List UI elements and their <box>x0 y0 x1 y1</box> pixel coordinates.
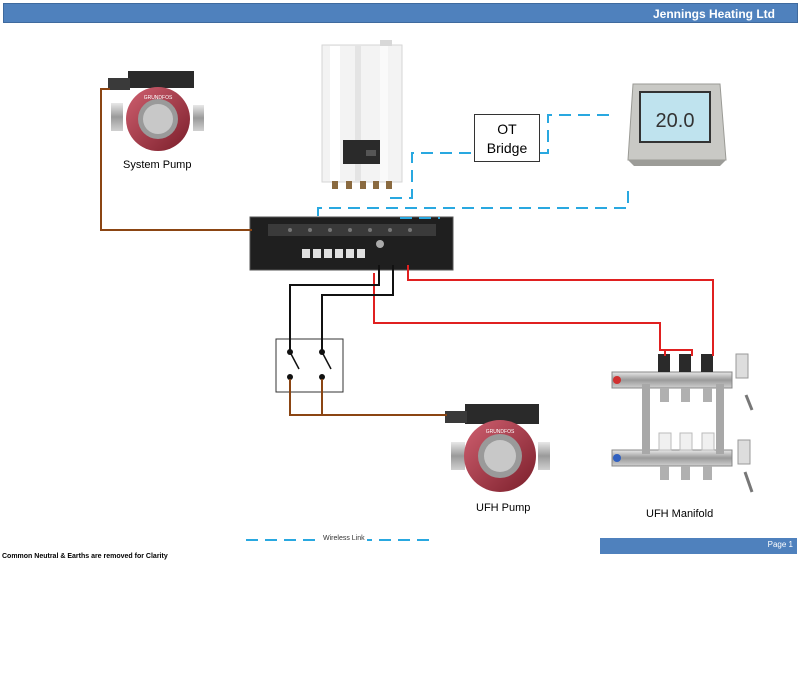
page-number: Page 1 <box>767 540 793 549</box>
ufh-pump-brand: GRUNDFOS <box>486 429 515 435</box>
header-bar: Jennings Heating Ltd <box>3 3 798 23</box>
wire-black-2 <box>321 265 394 350</box>
ot-bridge-line1: OT <box>497 121 517 137</box>
wireless-link-bridge-thermostat <box>540 114 612 154</box>
thermostat: 20.0 <box>627 83 727 166</box>
ot-bridge-box: OT Bridge <box>474 114 540 162</box>
boiler <box>321 40 403 189</box>
wire-red-to-manifold-2 <box>373 273 693 356</box>
footer-bar: Page 1 <box>600 538 797 554</box>
thermostat-display: 20.0 <box>656 110 695 132</box>
wireless-link-centre-thermostat <box>317 184 629 216</box>
ufh-manifold-label: UFH Manifold <box>646 508 714 520</box>
ufh-pump-label: UFH Pump <box>476 502 531 514</box>
footnote: Common Neutral & Earths are removed for … <box>2 553 168 560</box>
legend-wireless-link: Wireless Link <box>321 535 367 542</box>
system-pump-brand: GRUNDFOS <box>144 95 173 101</box>
ufh-pump: GRUNDFOS <box>445 404 550 492</box>
company-title: Jennings Heating Ltd <box>652 7 775 21</box>
system-pump: GRUNDFOS <box>108 71 204 151</box>
wiring-centre <box>249 216 454 271</box>
system-pump-label: System Pump <box>123 159 192 171</box>
wire-ufh-pump <box>289 379 447 416</box>
ot-bridge-line2: Bridge <box>486 140 528 156</box>
wire-system-pump <box>100 88 252 231</box>
wire-black-1 <box>289 265 380 350</box>
wireless-link-boiler-bridge <box>390 152 474 199</box>
wire-red-to-manifold-1 <box>407 265 714 356</box>
relay-box <box>275 338 344 393</box>
ufh-manifold <box>611 353 754 493</box>
